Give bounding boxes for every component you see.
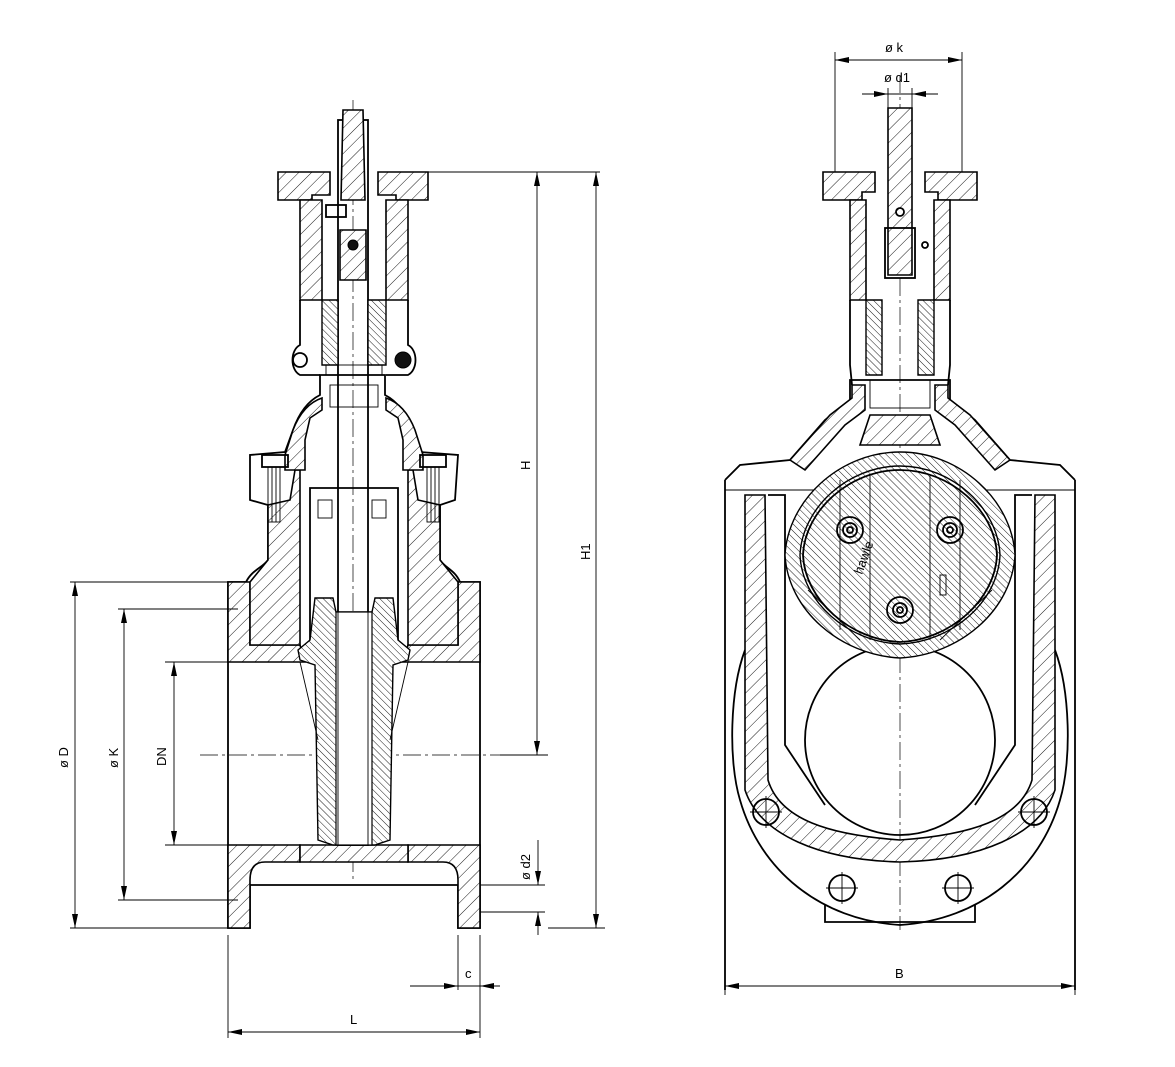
dim-h1-label: H1 <box>578 543 593 560</box>
section-view <box>200 100 500 929</box>
side-wedge-rim <box>784 451 1016 659</box>
side-wedge-face <box>802 469 998 643</box>
bonnet-right <box>385 396 424 471</box>
bonnet-bolt-left <box>261 454 289 523</box>
body-wall-left <box>249 469 301 646</box>
lug-right <box>394 351 412 369</box>
bonnet <box>284 396 323 471</box>
disc-slot <box>939 574 947 596</box>
disc-bolt-bottom <box>886 596 914 624</box>
side-stem-housing-right <box>933 199 951 301</box>
dim-od1-label: ø d1 <box>884 70 910 85</box>
dim-l-label: L <box>350 1012 357 1027</box>
stem-seal-left <box>321 299 339 366</box>
right-flange-lower <box>407 844 481 929</box>
body-bottom <box>299 844 409 863</box>
slot-right <box>371 499 387 519</box>
side-wedge-nut <box>858 414 942 446</box>
side-stem-housing-left <box>849 199 867 301</box>
side-view: hawle <box>724 75 1076 990</box>
flange-bolt-hole-ll <box>826 872 858 904</box>
flange-bolt-hole-ul <box>750 796 782 828</box>
dim-ok-label: ø K <box>106 747 121 768</box>
dim-c-label: c <box>465 966 472 981</box>
lug-left <box>292 352 308 368</box>
side-top-flange-left <box>822 171 876 201</box>
dim-od-label: ø D <box>56 747 71 768</box>
top-flange <box>277 171 331 201</box>
stem-nut <box>339 229 367 281</box>
side-stem-nut <box>884 227 916 279</box>
side-flange-circle <box>731 649 1069 926</box>
side-body-shell <box>744 494 1056 863</box>
flange-bolt-hole-ur <box>1018 796 1050 828</box>
dim-od2-label: ø d2 <box>518 854 533 880</box>
side-bonnet-right <box>934 384 1012 472</box>
slot-left <box>317 499 333 519</box>
dim-dn-label: DN <box>154 747 169 766</box>
section-dimensions: ø D ø K DN ø d2 c L <box>56 171 605 1038</box>
stem-top <box>340 109 366 201</box>
side-top-flange-right <box>924 171 978 201</box>
left-flange-lower <box>227 844 301 929</box>
dim-ok-top-label: ø k <box>885 40 904 55</box>
side-dimensions: ø k ø d1 B <box>724 40 1076 995</box>
dim-b-label: B <box>895 966 904 981</box>
stem-seal-right <box>367 299 387 366</box>
disc-bolt-top-left <box>836 516 864 544</box>
side-stem <box>887 107 913 276</box>
stem-key <box>325 204 347 218</box>
side-foot <box>824 905 976 923</box>
flange-bolt-hole-lr <box>942 872 974 904</box>
stem-housing-left <box>299 199 323 301</box>
wedge-bore <box>335 611 373 846</box>
stem-housing-right <box>385 199 409 301</box>
dim-h-label: H <box>518 461 533 470</box>
disc-bolt-top-right <box>936 516 964 544</box>
side-seals <box>865 299 935 376</box>
thrust-collar <box>329 384 379 408</box>
stem-pin <box>347 239 359 251</box>
seal-ring <box>325 364 383 376</box>
side-thrust-collar <box>869 379 931 409</box>
top-flange-right <box>377 171 429 201</box>
side-guide-frame <box>768 494 1032 806</box>
body-wall-right <box>407 469 459 646</box>
bonnet-bolt-right <box>419 454 447 523</box>
side-bonnet <box>788 384 866 472</box>
